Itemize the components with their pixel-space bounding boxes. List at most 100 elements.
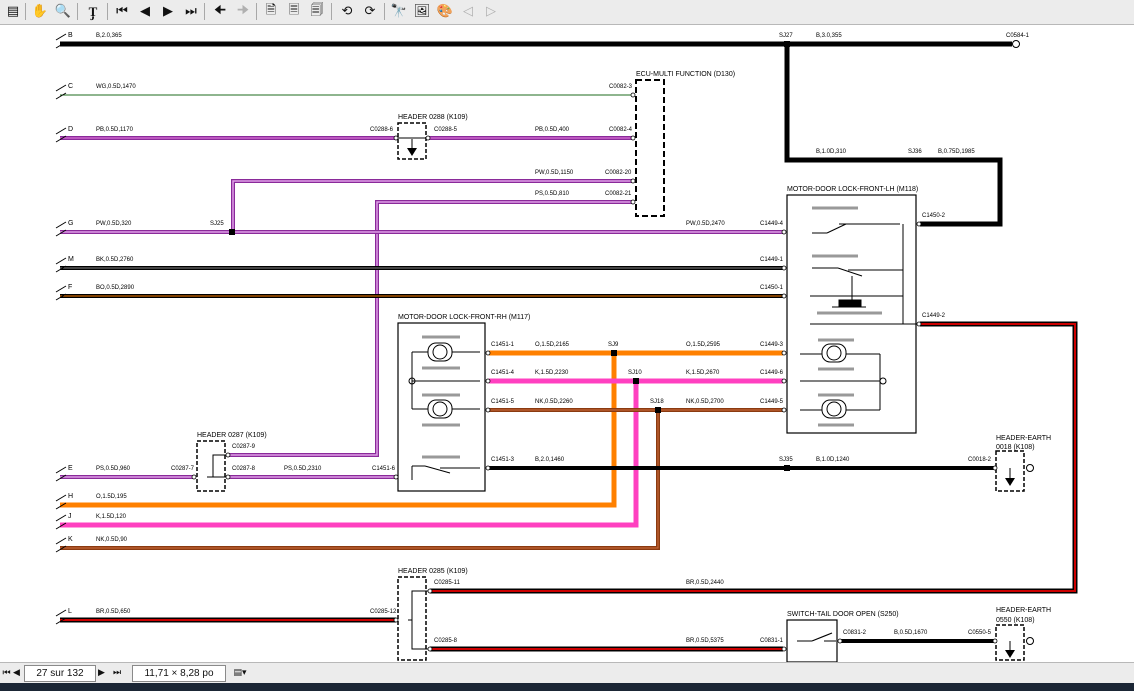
wire-spec: NK,0.5D,90 [96, 537, 128, 543]
wire-label-g: G [68, 220, 73, 227]
next-view-icon[interactable]: ▷ [486, 4, 496, 19]
splice-sj18 [655, 407, 661, 413]
motor-rh-internals [411, 335, 480, 480]
wire-ps-810[interactable] [227, 200, 632, 457]
toolbar-separator [107, 3, 108, 20]
first-page-icon[interactable]: ⏮ [2, 667, 11, 678]
header-earth-0550-sub: 0550 (K108) [996, 617, 1035, 624]
page-size-display: 11,71 × 8,28 po [132, 665, 226, 682]
previous-view-icon[interactable]: ◁ [463, 4, 473, 19]
earth-0018-ground-symbol [1005, 478, 1015, 486]
splice-label: SJ27 [779, 33, 793, 39]
page-number-field[interactable]: 27 sur 132 [24, 665, 96, 682]
wire-spec: K,1.5D,2670 [686, 370, 720, 376]
wire-spec: BK,0.5D,2760 [96, 257, 134, 263]
wire-h[interactable] [60, 353, 617, 508]
connector-label: C0550-5 [968, 630, 992, 636]
connector-label: C1450-1 [760, 285, 784, 291]
previous-page-icon[interactable]: ◀ [13, 667, 20, 678]
wire-spec: PB,0.5D,1170 [96, 127, 134, 133]
wire-spec: BR,0.5D,650 [96, 609, 131, 615]
splice-label: SJ9 [608, 342, 619, 348]
wire-spec: NK,0.5D,2700 [686, 399, 724, 405]
connector-label: C1450-2 [922, 213, 946, 219]
color-icon[interactable]: 🎨 [436, 4, 454, 19]
connector-label: C1451-1 [491, 342, 515, 348]
header-0287-box [196, 440, 226, 492]
connector-label: C0285-12 [370, 609, 397, 615]
wire-spec: O,1.5D,2595 [686, 342, 721, 348]
connector-label: C0285-8 [434, 638, 458, 644]
fit-width-icon[interactable]: 🗐 [310, 2, 324, 18]
connector-label: C1449-6 [760, 370, 784, 376]
connector-label: C0285-11 [434, 580, 461, 586]
wire-spec: PS,0.5D,810 [535, 191, 570, 197]
connector-label: C0287-8 [232, 466, 256, 472]
last-page-icon[interactable]: ⏭ [185, 4, 197, 19]
wire-spec: PS,0.5D,960 [96, 466, 131, 472]
first-page-icon[interactable]: ⏮ [116, 4, 128, 19]
wire-spec: O,1.5D,195 [96, 494, 127, 500]
wire-spec: PS,0.5D,2310 [284, 466, 322, 472]
header-0288-label: HEADER 0288 (K109) [398, 114, 468, 121]
wire-label-e: E [68, 465, 73, 472]
next-page-icon[interactable]: ▶ [163, 4, 173, 19]
terminal-pins [191, 92, 998, 652]
header-0285-label: HEADER 0285 (K109) [398, 568, 468, 575]
splice-label: SJ36 [908, 149, 922, 155]
find-icon[interactable]: 🔭 [390, 4, 408, 19]
wiring-diagram-canvas[interactable]: ECU-MULTI FUNCTION (D130) HEADER 0288 (K… [0, 25, 1134, 662]
taskbar [0, 683, 1134, 691]
view-mode-icon[interactable]: ▤▾ [233, 667, 247, 678]
wire-pw-1150[interactable] [231, 179, 632, 232]
fit-page-icon[interactable]: 🗏 [288, 2, 300, 18]
wire-spec: O,1.5D,2165 [535, 342, 570, 348]
connector-label: C1449-1 [760, 257, 784, 263]
connector-label: C0082-3 [609, 84, 633, 90]
switch-tail-box [786, 619, 838, 662]
motor-rh-box [397, 322, 486, 492]
wire-label-l: L [68, 608, 72, 615]
rotate-left-icon[interactable]: ⟲ [341, 4, 353, 19]
wire-spec: K,1.5D,2230 [535, 370, 569, 376]
hand-tool-icon[interactable]: ✋ [31, 4, 49, 19]
splice-label: SJ18 [650, 399, 664, 405]
wire-j[interactable] [60, 381, 639, 528]
text-select-icon[interactable]: T̡ [88, 3, 98, 19]
previous-page-icon[interactable]: ◀ [140, 4, 150, 19]
header-earth-0018-box [995, 450, 1025, 492]
header-0287-internal [207, 454, 227, 478]
next-page-icon[interactable]: ▶ [98, 667, 105, 678]
last-page-icon[interactable]: ⏭ [112, 667, 122, 678]
wire-spec: BR,0.5D,2440 [686, 580, 724, 586]
go-back-icon[interactable]: 🠈 [213, 2, 227, 18]
go-forward-icon[interactable]: 🠊 [236, 2, 250, 18]
sidebar-toggle-icon[interactable]: ▤ [6, 4, 20, 19]
splice-label: SJ10 [628, 370, 642, 376]
wire-spec: B,2.0,1460 [535, 457, 565, 463]
wire-spec: B,3.0,355 [816, 33, 842, 39]
rotate-right-icon[interactable]: ⟳ [364, 4, 376, 19]
splice-label: SJ35 [779, 457, 793, 463]
header-earth-0550-title: HEADER-EARTH [996, 607, 1051, 614]
zoom-tool-icon[interactable]: 🔍 [54, 4, 72, 19]
connector-label: C1451-5 [491, 399, 515, 405]
connector-label: C1449-4 [760, 221, 784, 227]
connector-label: C0288-5 [434, 127, 458, 133]
wire-label-j: J [68, 513, 72, 520]
wire-b-branch[interactable] [784, 44, 1003, 227]
export-image-icon[interactable]: 🖼 [413, 4, 431, 19]
wire-label-d: D [68, 126, 73, 133]
wire-spec: NK,0.5D,2260 [535, 399, 573, 405]
toolbar-separator [256, 3, 257, 20]
connector-label: C0831-1 [760, 638, 784, 644]
connector-label: C0288-6 [370, 127, 394, 133]
earth-0550-ground-symbol [1005, 650, 1015, 658]
actual-size-icon[interactable]: 🗎 [265, 2, 277, 18]
toolbar-separator [77, 3, 78, 20]
connector-label: C0018-2 [968, 457, 992, 463]
wire-label-c: C [68, 83, 73, 90]
header-earth-0018-title: HEADER-EARTH [996, 435, 1051, 442]
header-0287-label: HEADER 0287 (K109) [197, 432, 267, 439]
wire-spec: BR,0.5D,5375 [686, 638, 724, 644]
